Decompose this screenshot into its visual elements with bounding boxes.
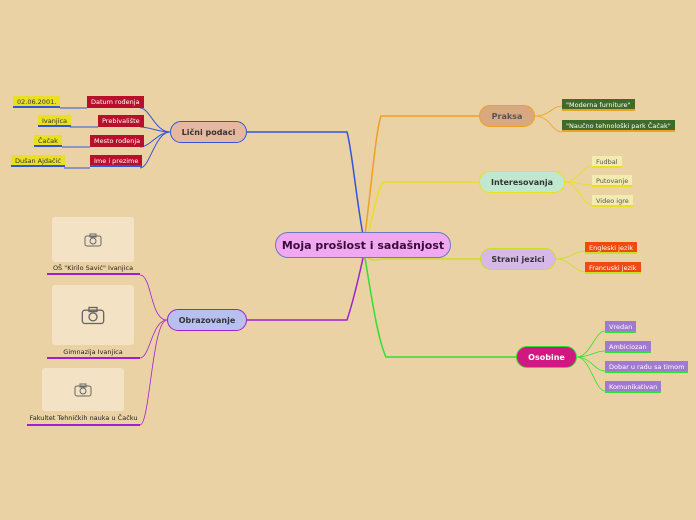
interes-item-putovanje[interactable]: Putovanje — [592, 175, 633, 187]
camera-icon — [81, 306, 105, 324]
osobina-item-vredan[interactable]: Vredan — [605, 321, 637, 333]
tag-prebivaliste[interactable]: Prebivalište — [98, 115, 144, 127]
value-mesto-rodjenja[interactable]: Čačak — [34, 135, 62, 147]
underline-gimnazija — [47, 357, 140, 359]
value-ime-i-prezime[interactable]: Dušan Ajdačić — [11, 155, 65, 167]
interes-item-video-igre[interactable]: Video igre — [592, 195, 633, 207]
jezik-item-engleski[interactable]: Engleski jezik — [585, 242, 637, 254]
praksa-item-ntp[interactable]: "Naučno tehnološki park Čačak" — [562, 120, 675, 132]
label-os[interactable]: OŠ "Kirilo Savić" Ivanjica — [52, 264, 134, 272]
underline-fakultet — [27, 424, 140, 426]
photo-fakultet-placeholder — [42, 368, 124, 411]
osobina-item-timski-rad[interactable]: Dobar u radu sa timom — [605, 361, 689, 373]
tag-datum-rodjenja[interactable]: Datum rođenja — [87, 96, 144, 108]
topic-licni-podaci[interactable]: Lični podaci — [170, 121, 247, 143]
photo-gimnazija-placeholder — [52, 285, 134, 345]
topic-strani-jezici[interactable]: Strani jezici — [480, 248, 556, 270]
osobina-item-ambiciozan[interactable]: Ambiciozan — [605, 341, 651, 353]
topic-interesovanja[interactable]: Interesovanja — [479, 171, 565, 193]
camera-icon — [84, 233, 102, 246]
photo-os-placeholder — [52, 217, 134, 262]
topic-praksa[interactable]: Praksa — [479, 105, 535, 127]
label-gimnazija[interactable]: Gimnazija Ivanjica — [63, 348, 123, 356]
jezik-item-francuski[interactable]: Francuski jezik — [585, 262, 641, 274]
value-prebivaliste[interactable]: Ivanjica — [38, 115, 72, 127]
tag-ime-i-prezime[interactable]: Ime i prezime — [90, 155, 143, 167]
tag-mesto-rodjenja[interactable]: Mesto rođenja — [90, 135, 145, 147]
value-datum-rodjenja[interactable]: 02.06.2001. — [13, 96, 61, 108]
praksa-item-moderna[interactable]: "Moderna furniture" — [562, 99, 635, 111]
label-fakultet[interactable]: Fakultet Tehničkih nauka u Čačku — [29, 414, 138, 422]
topic-osobine[interactable]: Osobine — [516, 346, 577, 368]
interes-item-fudbal[interactable]: Fudbal — [592, 156, 622, 168]
osobina-item-komunikativan[interactable]: Komunikativan — [605, 381, 662, 393]
camera-icon — [74, 383, 92, 396]
underline-os — [47, 273, 140, 275]
topic-obrazovanje[interactable]: Obrazovanje — [167, 309, 247, 331]
central-topic[interactable]: Moja prošlost i sadašnjost — [275, 232, 451, 258]
